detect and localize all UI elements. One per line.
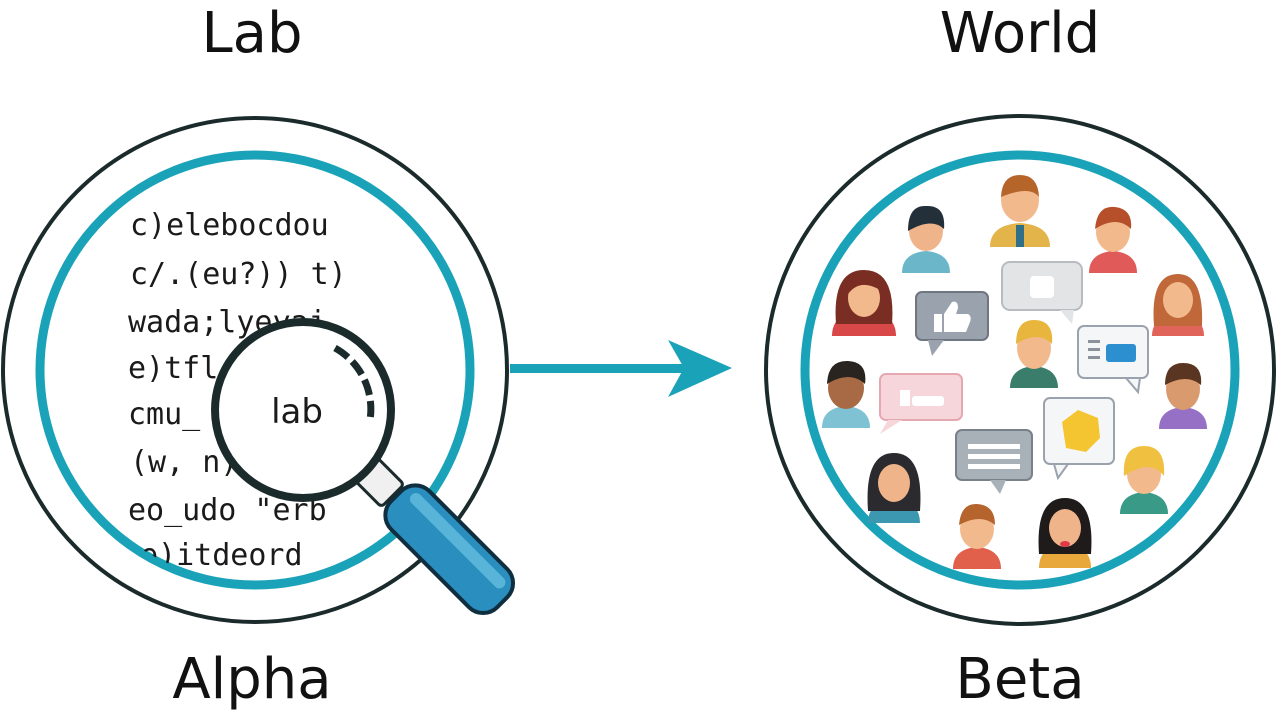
code-block: c)elebocdou c/.(eu?)) t) wada;lyeyai e)t… xyxy=(128,208,347,573)
person-icon xyxy=(822,360,870,428)
chat-bubble-icon xyxy=(1001,261,1083,324)
person-icon xyxy=(953,503,1001,569)
code-line: c/.(eu?)) t) xyxy=(130,257,347,292)
arrow-right-icon xyxy=(510,340,732,397)
chat-bubbles xyxy=(879,261,1149,494)
person-icon xyxy=(990,175,1050,247)
chat-bubble-icon xyxy=(955,429,1033,494)
chat-bubble-icon xyxy=(1043,397,1115,481)
magnifier-icon: lab xyxy=(211,318,516,616)
code-line: e)tfl xyxy=(128,351,218,386)
person-icon xyxy=(1152,274,1204,336)
person-icon xyxy=(1120,446,1168,514)
code-line: c)elebocdou xyxy=(130,208,329,243)
person-icon xyxy=(867,453,921,523)
chat-bubble-icon xyxy=(879,373,963,434)
person-icon xyxy=(1010,320,1058,388)
person-icon xyxy=(832,270,896,336)
code-line: (w, n) xyxy=(130,445,238,480)
chat-bubble-icon xyxy=(1077,325,1149,395)
people-group xyxy=(822,175,1207,569)
beta-label: Beta xyxy=(955,647,1085,712)
lab-title: Lab xyxy=(201,1,303,66)
person-icon xyxy=(1159,363,1207,429)
person-icon xyxy=(1038,498,1092,568)
world-title: World xyxy=(939,1,1101,66)
person-icon xyxy=(902,205,950,273)
code-line: cmu_ xyxy=(128,397,201,432)
magnifier-label: lab xyxy=(271,392,323,432)
person-icon xyxy=(1089,206,1137,273)
thumbs-up-icon xyxy=(915,291,989,356)
alpha-label: Alpha xyxy=(172,647,332,712)
